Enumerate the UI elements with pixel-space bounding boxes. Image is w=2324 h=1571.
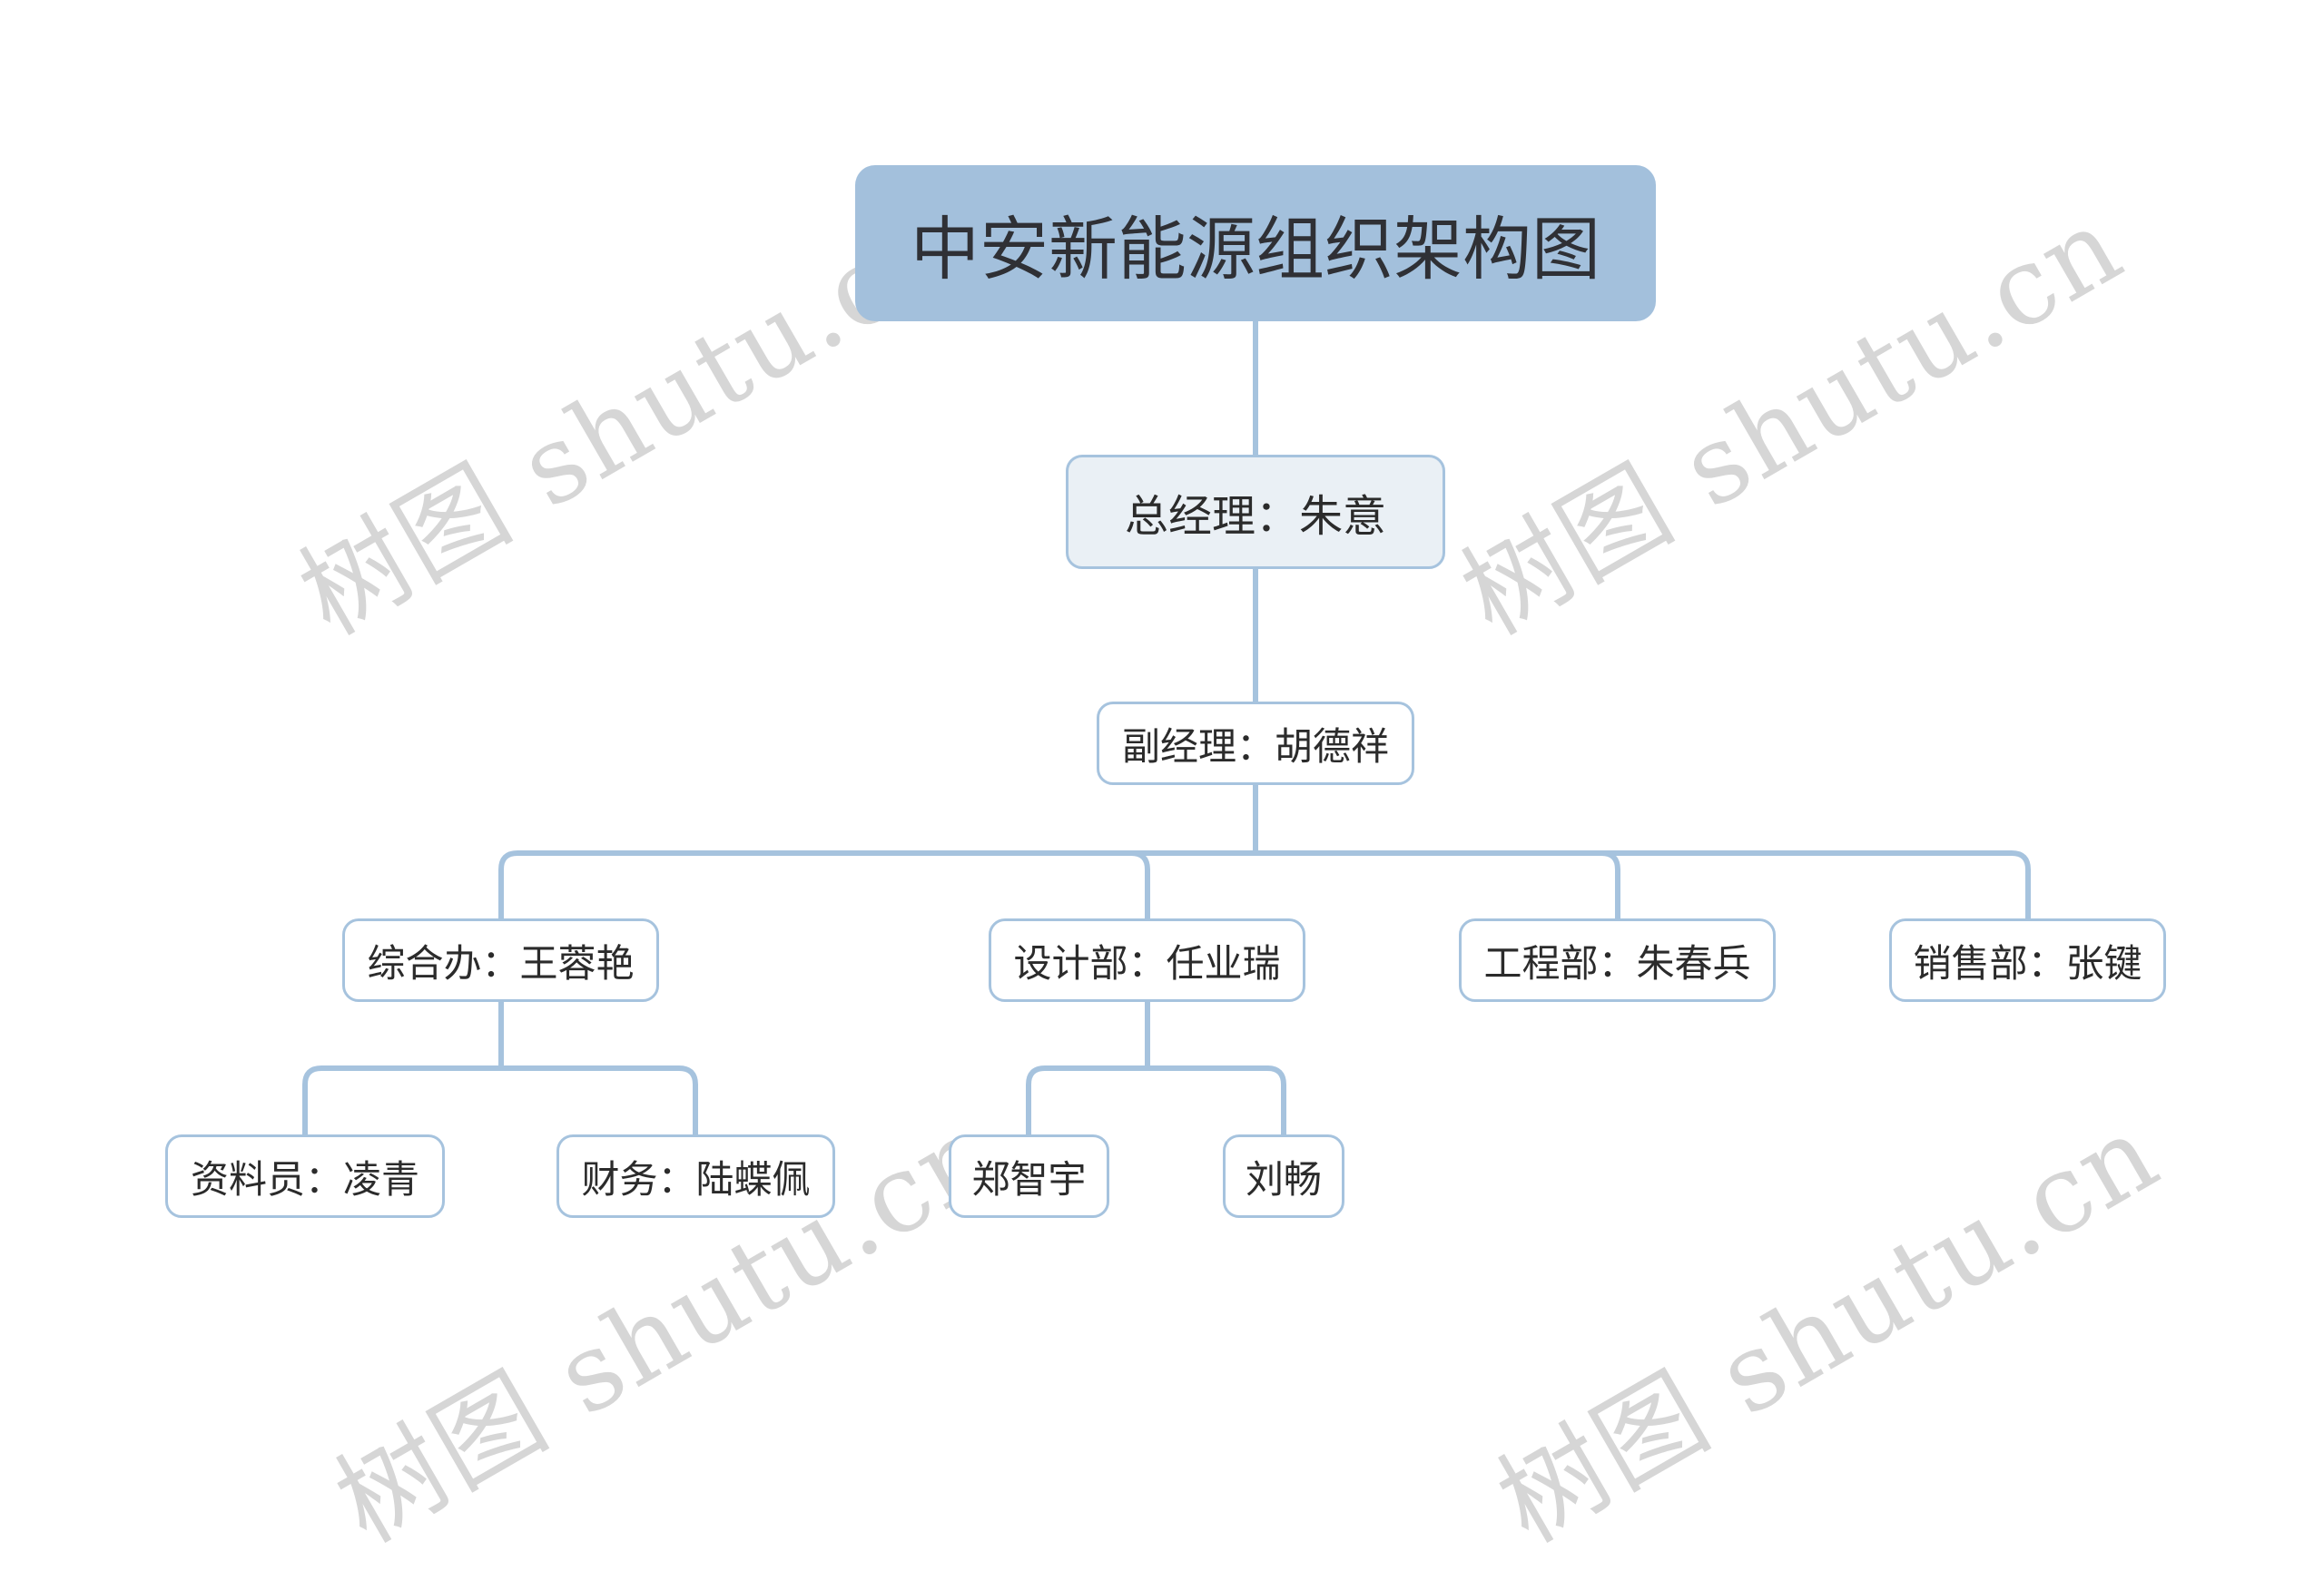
department-node-general-office[interactable]: 综合办：王蓉艳 bbox=[342, 918, 659, 1002]
connector-design-bus bbox=[1026, 1065, 1286, 1137]
staff-node-archivist[interactable]: 资料员：凌青 bbox=[165, 1134, 445, 1218]
connector-department-bus bbox=[498, 850, 2031, 921]
staff-node-zheng-zhiyu[interactable]: 郑智宇 bbox=[949, 1134, 1109, 1218]
staff-node-finance[interactable]: 财务：陆蝶佩 bbox=[556, 1134, 835, 1218]
mind-map-canvas: 树图 shutu.cn 树图 shutu.cn 树图 shutu.cn 树图 s… bbox=[165, 165, 2178, 1566]
connector-lines bbox=[302, 319, 2031, 1137]
deputy-manager-node[interactable]: 副经理：胡德祥 bbox=[1097, 702, 1414, 785]
connector-department-drop-2 bbox=[1599, 850, 1620, 921]
connector-department-drop-1 bbox=[1128, 850, 1150, 921]
staff-node-liu-chang[interactable]: 刘畅 bbox=[1223, 1134, 1344, 1218]
general-manager-node[interactable]: 总经理：朱意 bbox=[1066, 455, 1445, 569]
department-node-engineering[interactable]: 工程部：朱春兵 bbox=[1459, 918, 1776, 1002]
connector-general-office-bus bbox=[302, 1065, 698, 1137]
root-node[interactable]: 中安新能源组织架构图 bbox=[855, 165, 1656, 321]
department-node-sales[interactable]: 销售部：张键 bbox=[1889, 918, 2166, 1002]
department-node-design[interactable]: 设计部：任业瑞 bbox=[989, 918, 1305, 1002]
